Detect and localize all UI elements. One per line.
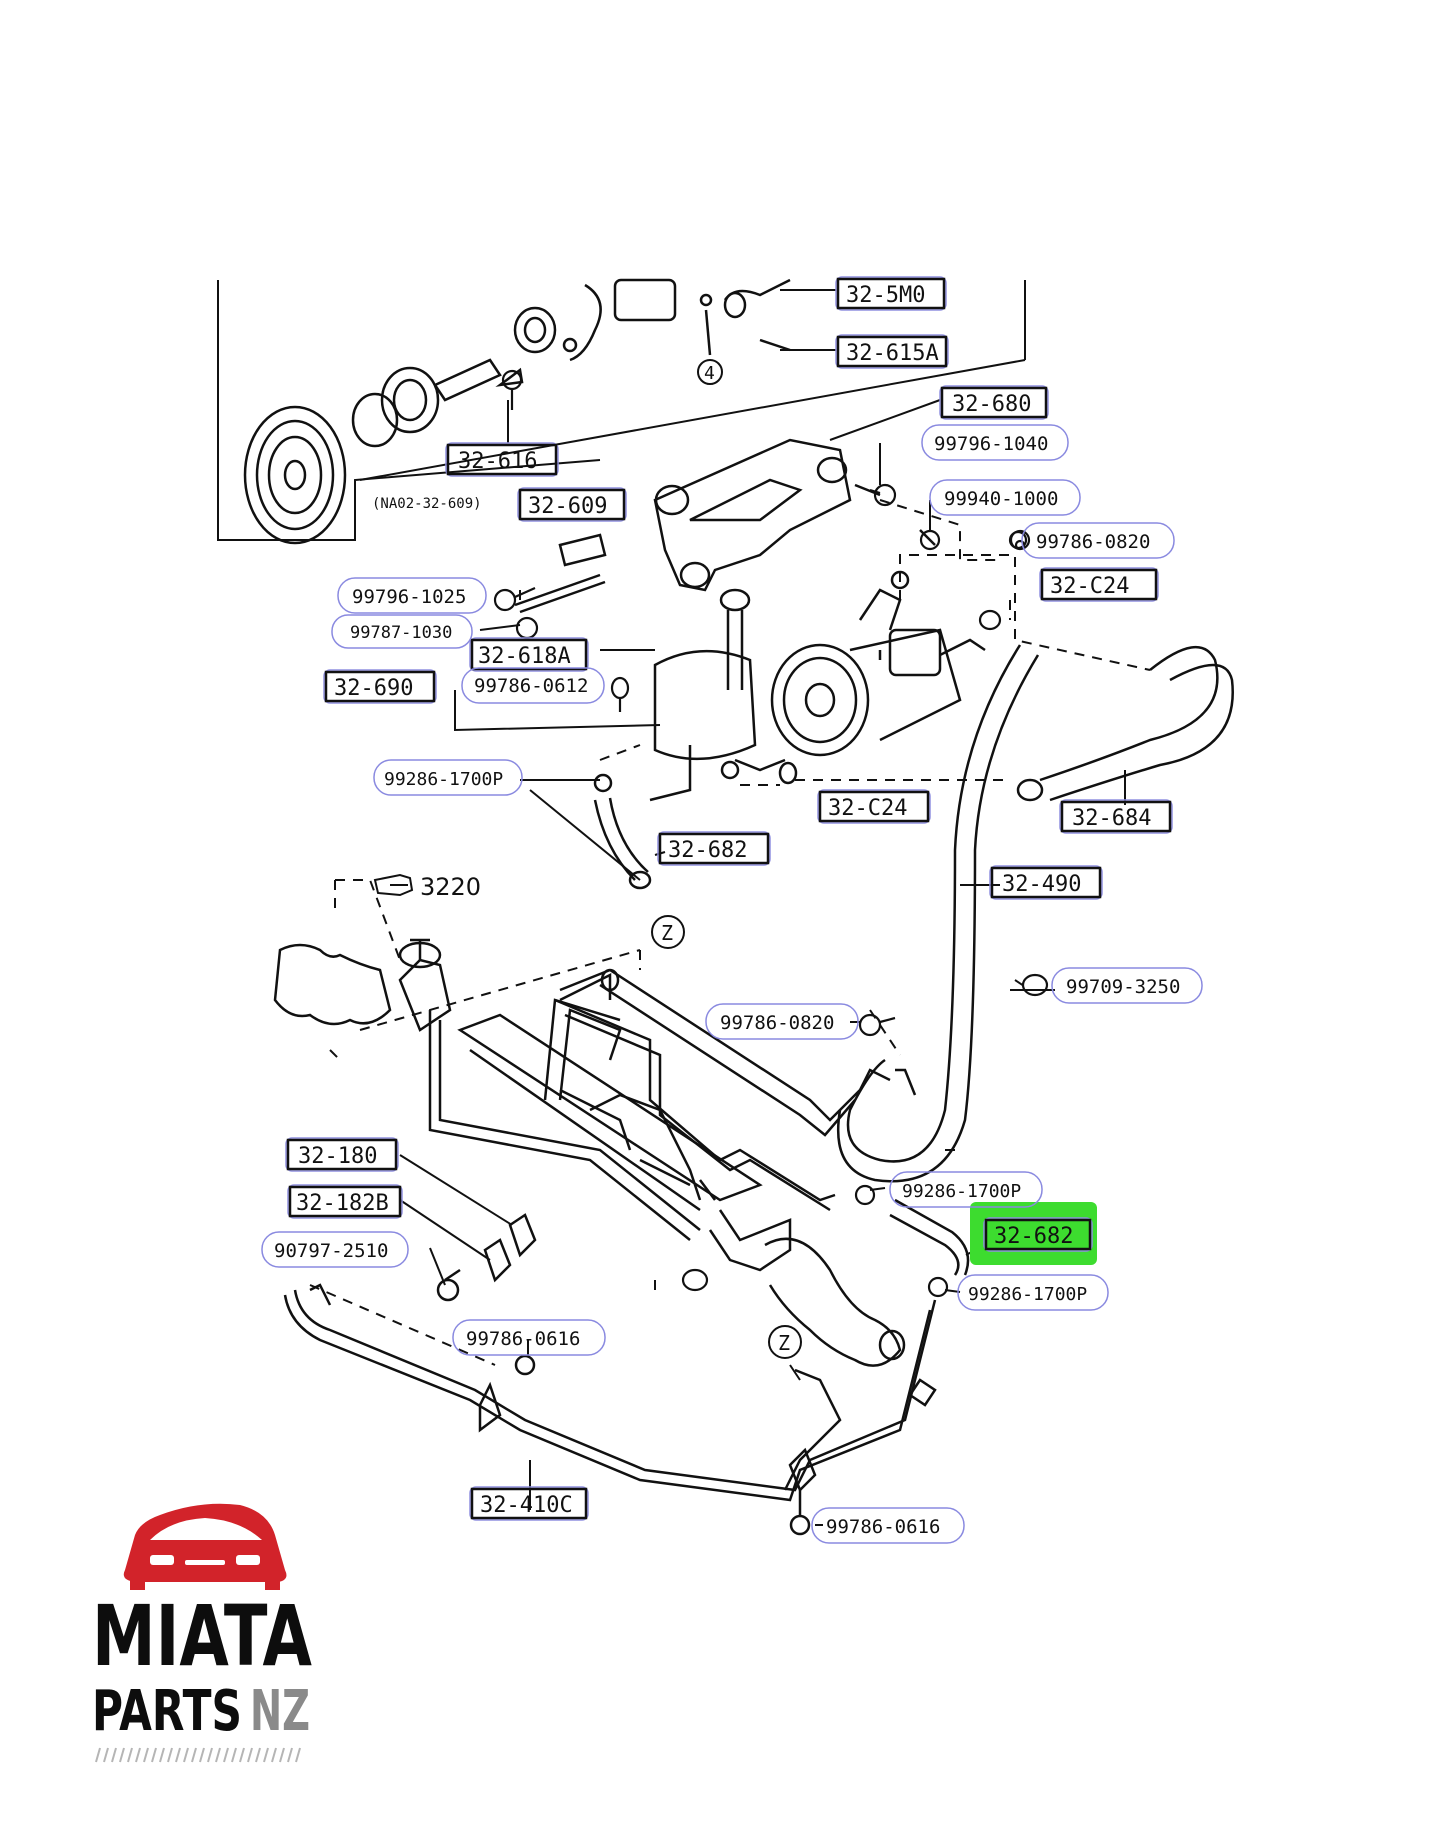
- part-number-99796-1040[interactable]: 99796-1040: [921, 424, 1069, 461]
- oval-label-group: 99796-1040 99940-1000 99786-0820 99796-1…: [261, 424, 1203, 1544]
- part-label-32-609[interactable]: 32-609: [517, 487, 627, 522]
- part-number-90797-2510[interactable]: 90797-2510: [261, 1231, 409, 1268]
- svg-text:99286-1700P: 99286-1700P: [968, 1284, 1087, 1305]
- part-label-32-C24-mid[interactable]: 32-C24: [817, 789, 931, 824]
- part-label-32-410C[interactable]: 32-410C: [469, 1486, 589, 1521]
- svg-text:32-182B: 32-182B: [296, 1191, 389, 1216]
- part-label-32-5M0[interactable]: 32-5M0: [835, 276, 947, 311]
- car-logo-icon: [123, 1503, 287, 1582]
- svg-text:99940-1000: 99940-1000: [944, 488, 1058, 510]
- svg-text:32-682: 32-682: [668, 838, 747, 863]
- part-label-32-180[interactable]: 32-180: [285, 1137, 399, 1172]
- part-label-32-682-mid[interactable]: 32-682: [657, 831, 771, 866]
- fasteners: [493, 369, 1049, 1298]
- part-number-99786-0820-mid[interactable]: 99786-0820: [705, 1003, 859, 1040]
- small-hose-mid: [593, 761, 798, 890]
- steering-pump: [770, 570, 986, 757]
- svg-text:32-5M0: 32-5M0: [846, 283, 925, 308]
- logo-hatch: [95, 1747, 301, 1763]
- return-hose: [1016, 645, 1234, 802]
- boxed-label-group: 32-5M0 32-615A 32-680 32-616 32-609 32-C…: [285, 276, 1173, 1521]
- part-number-99940-1000[interactable]: 99940-1000: [929, 479, 1081, 516]
- pulley-assembly: [243, 278, 791, 545]
- inset-frame: [217, 280, 1026, 541]
- brand-line-2-a: PARTS: [92, 1679, 242, 1744]
- svg-text:99796-1025: 99796-1025: [352, 586, 466, 608]
- svg-text:99786-0820: 99786-0820: [720, 1012, 834, 1034]
- part-number-99786-0616-b[interactable]: 99786-0616: [811, 1507, 965, 1544]
- circle-label-z-2: Z: [778, 1331, 790, 1355]
- small-hose-lower: [889, 1198, 970, 1276]
- svg-text:99709-3250: 99709-3250: [1066, 976, 1180, 998]
- part-number-99787-1030[interactable]: 99787-1030: [331, 614, 473, 649]
- brand-line-1: MIATA: [92, 1587, 312, 1685]
- svg-text:32-609: 32-609: [528, 494, 607, 519]
- svg-text:99786-0820: 99786-0820: [1036, 531, 1150, 553]
- ref-note: (NA02-32-609): [372, 496, 482, 512]
- pressure-hose: [836, 644, 1040, 1183]
- svg-text:99286-1700P: 99286-1700P: [384, 769, 503, 790]
- svg-text:32-682: 32-682: [994, 1224, 1073, 1249]
- part-label-32-182B[interactable]: 32-182B: [287, 1184, 403, 1219]
- svg-text:32-490: 32-490: [1002, 872, 1081, 897]
- svg-text:99786-0616: 99786-0616: [826, 1516, 940, 1538]
- circle-labels: [651, 359, 802, 1359]
- steering-rack: [273, 938, 906, 1367]
- part-number-99709-3250[interactable]: 99709-3250: [1051, 967, 1203, 1004]
- brand-logo: MIATA PARTS NZ: [92, 1503, 312, 1763]
- svg-text:32-690: 32-690: [334, 676, 413, 701]
- part-label-32-682-highlighted[interactable]: 32-682: [983, 1217, 1093, 1252]
- svg-text:99786-0612: 99786-0612: [474, 675, 588, 697]
- brand-line-2-b: NZ: [250, 1679, 310, 1744]
- diagram-ref-number: 3220: [420, 873, 481, 901]
- part-number-99286-1700P-a[interactable]: 99286-1700P: [373, 759, 523, 796]
- part-label-32-690[interactable]: 32-690: [323, 669, 437, 704]
- part-number-99786-0820-top[interactable]: 99786-0820: [1021, 522, 1175, 559]
- pointing-hand-icon: [373, 873, 414, 897]
- svg-text:90797-2510: 90797-2510: [274, 1240, 388, 1262]
- part-label-32-684[interactable]: 32-684: [1059, 799, 1173, 834]
- rack-clamps: [436, 1213, 537, 1302]
- svg-text:32-C24: 32-C24: [1050, 574, 1129, 599]
- part-number-99796-1025[interactable]: 99796-1025: [337, 577, 487, 614]
- svg-text:32-410C: 32-410C: [480, 1493, 573, 1518]
- svg-text:32-615A: 32-615A: [846, 341, 939, 366]
- svg-text:32-C24: 32-C24: [828, 796, 907, 821]
- part-number-99786-0616-a[interactable]: 99786-0616: [452, 1319, 606, 1356]
- part-label-32-490[interactable]: 32-490: [989, 865, 1103, 900]
- svg-text:99786-0616: 99786-0616: [466, 1328, 580, 1350]
- svg-text:99286-1700P: 99286-1700P: [902, 1181, 1021, 1202]
- svg-text:32-616: 32-616: [458, 449, 537, 474]
- part-label-32-616[interactable]: 32-616: [445, 442, 559, 477]
- svg-text:99787-1030: 99787-1030: [350, 623, 452, 643]
- part-label-32-615A[interactable]: 32-615A: [835, 334, 949, 369]
- svg-text:32-680: 32-680: [952, 392, 1031, 417]
- fluid-reservoir: [649, 588, 786, 802]
- svg-text:32-684: 32-684: [1072, 806, 1151, 831]
- svg-text:32-180: 32-180: [298, 1144, 377, 1169]
- pump-bracket: [514, 438, 936, 614]
- svg-text:32-618A: 32-618A: [478, 644, 571, 669]
- part-number-99286-1700P-b[interactable]: 99286-1700P: [889, 1171, 1043, 1208]
- part-label-32-680[interactable]: 32-680: [939, 385, 1049, 420]
- metal-pipes: [543, 968, 917, 1212]
- part-number-99786-0612[interactable]: 99786-0612: [461, 667, 605, 704]
- part-label-32-C24-top[interactable]: 32-C24: [1039, 567, 1159, 602]
- return-lines: [283, 1283, 937, 1536]
- circle-label-4: 4: [704, 363, 715, 384]
- svg-text:99796-1040: 99796-1040: [934, 433, 1048, 455]
- part-label-32-618A[interactable]: 32-618A: [469, 637, 589, 672]
- part-number-99286-1700P-c[interactable]: 99286-1700P: [957, 1274, 1109, 1311]
- circle-label-z-1: Z: [661, 921, 673, 945]
- diagram-ref-group: 3220: [373, 873, 481, 901]
